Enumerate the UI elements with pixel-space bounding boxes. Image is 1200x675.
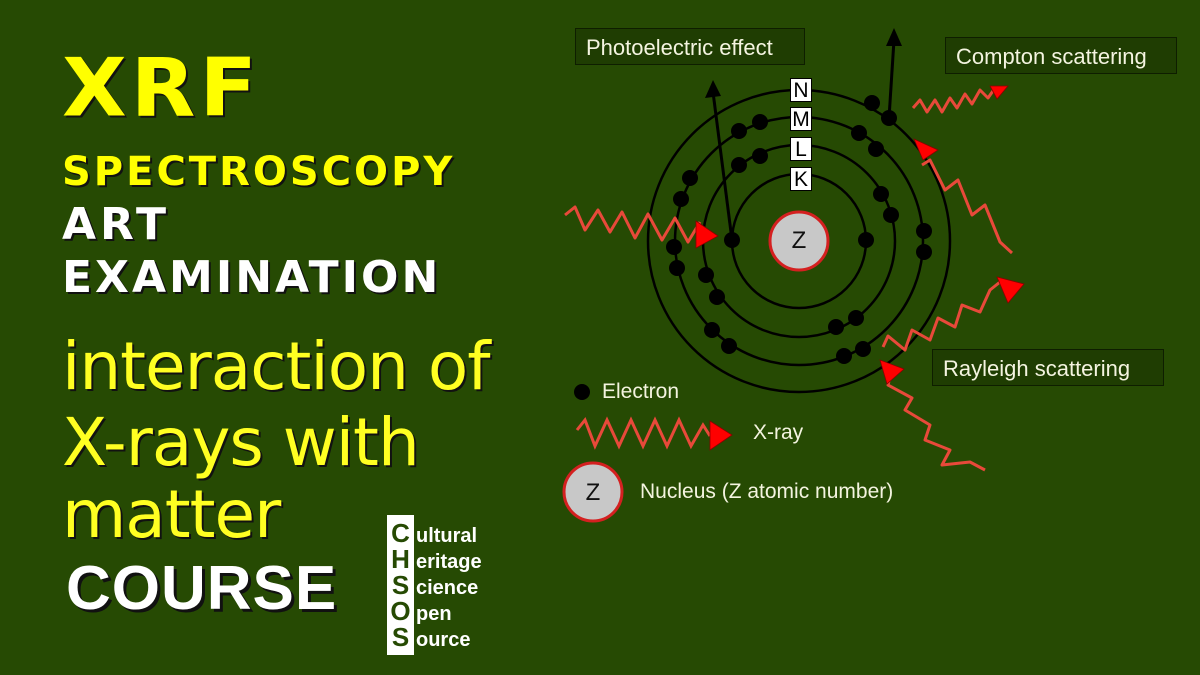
- legend-electron-label: Electron: [602, 380, 680, 403]
- chsos-letter: H: [391, 544, 410, 574]
- legend-electron-icon: [574, 384, 590, 400]
- incoming-xray-icon: [564, 205, 702, 244]
- course-label: COURSE: [66, 554, 338, 623]
- chsos-letter: O: [390, 596, 411, 626]
- shell-tag-m: M: [790, 107, 812, 131]
- legend-nucleus-symbol: Z: [585, 479, 601, 506]
- subtitle-line-2: X-rays with: [62, 404, 420, 481]
- compton-scattering-label: Compton scattering: [945, 37, 1177, 74]
- legend-xray-label: X-ray: [753, 421, 804, 444]
- title-xrf: XRF: [62, 41, 261, 135]
- chsos-word: cience: [416, 577, 479, 599]
- chsos-letter: C: [391, 518, 410, 548]
- legend-nucleus-label: Nucleus (Z atomic number): [640, 480, 894, 503]
- chsos-word: eritage: [416, 551, 482, 573]
- chsos-word: ultural: [416, 525, 478, 547]
- chsos-letter: S: [391, 622, 410, 652]
- chsos-letter-strip: [387, 515, 414, 655]
- title-examination: EXAMINATION: [62, 252, 442, 303]
- chsos-letter: S: [391, 570, 410, 600]
- legend-nucleus-icon: [562, 461, 624, 523]
- chsos-word: pen: [416, 603, 452, 625]
- legend-xray-icon: [575, 416, 712, 450]
- xray-waves: [564, 87, 1014, 472]
- shell-tag-k: K: [790, 167, 812, 191]
- title-art: ART: [62, 199, 170, 250]
- shell-tag-n: N: [790, 78, 812, 102]
- xray-arrowheads: [695, 85, 1025, 385]
- compton-electron-arrow: [887, 39, 896, 119]
- shell-tag-l: L: [790, 137, 812, 161]
- nucleus: [768, 210, 830, 272]
- photoelectron-arrow: [711, 91, 734, 241]
- chsos-word: ource: [416, 629, 471, 651]
- photoelectric-effect-label: Photoelectric effect: [575, 28, 805, 65]
- title-spectroscopy: SPECTROSCOPY: [62, 149, 456, 195]
- rayleigh-scattering-label: Rayleigh scattering: [932, 349, 1164, 386]
- nucleus-label: Z: [791, 227, 807, 254]
- subtitle-line-1: interaction of: [62, 328, 491, 405]
- subtitle-line-3: matter: [62, 476, 281, 553]
